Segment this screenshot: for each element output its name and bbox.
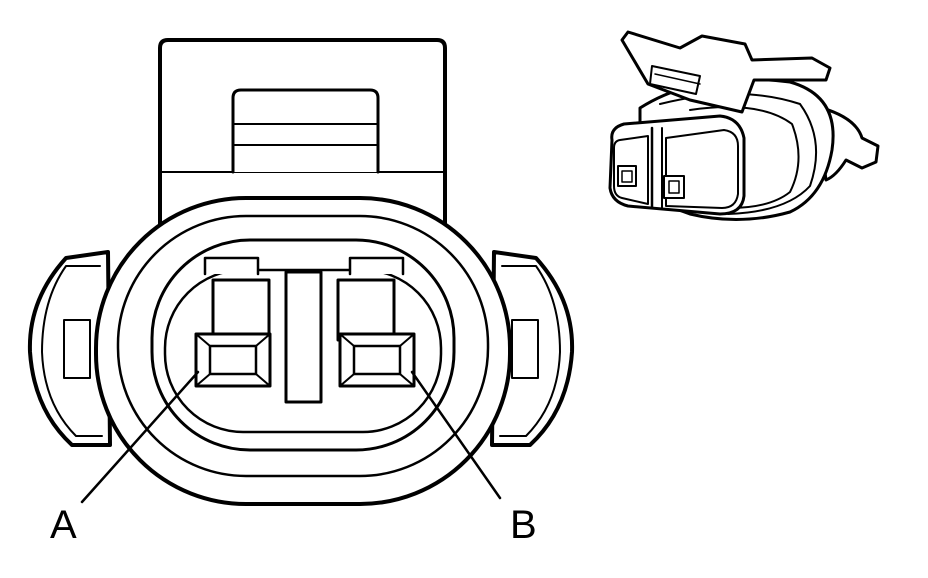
terminal-b-channel [336, 278, 396, 342]
left-ear-notch [63, 319, 91, 379]
iso-latch-window [649, 65, 701, 95]
right-ear-inner [499, 265, 561, 437]
iso-terminal-a-inner [621, 170, 633, 183]
iso-top-latch [620, 30, 832, 114]
iso-terminal-b-inner [668, 180, 680, 194]
terminal-a-channel [211, 278, 271, 342]
connector-isometric-view [608, 30, 880, 222]
terminal-a [194, 332, 272, 388]
right-ear-notch [511, 319, 539, 379]
top-key-right [348, 256, 405, 276]
release-latch [231, 88, 380, 174]
connector-face-view [27, 38, 575, 506]
top-key-left [203, 256, 260, 276]
leader-line-a [80, 370, 200, 504]
left-ear-inner [41, 265, 103, 437]
leader-line-b [410, 370, 502, 500]
iso-latch-line [654, 73, 701, 85]
pin-label-a: A [50, 503, 77, 547]
terminal-b [338, 332, 416, 388]
center-divider [284, 270, 323, 404]
pin-label-b: B [510, 503, 537, 547]
